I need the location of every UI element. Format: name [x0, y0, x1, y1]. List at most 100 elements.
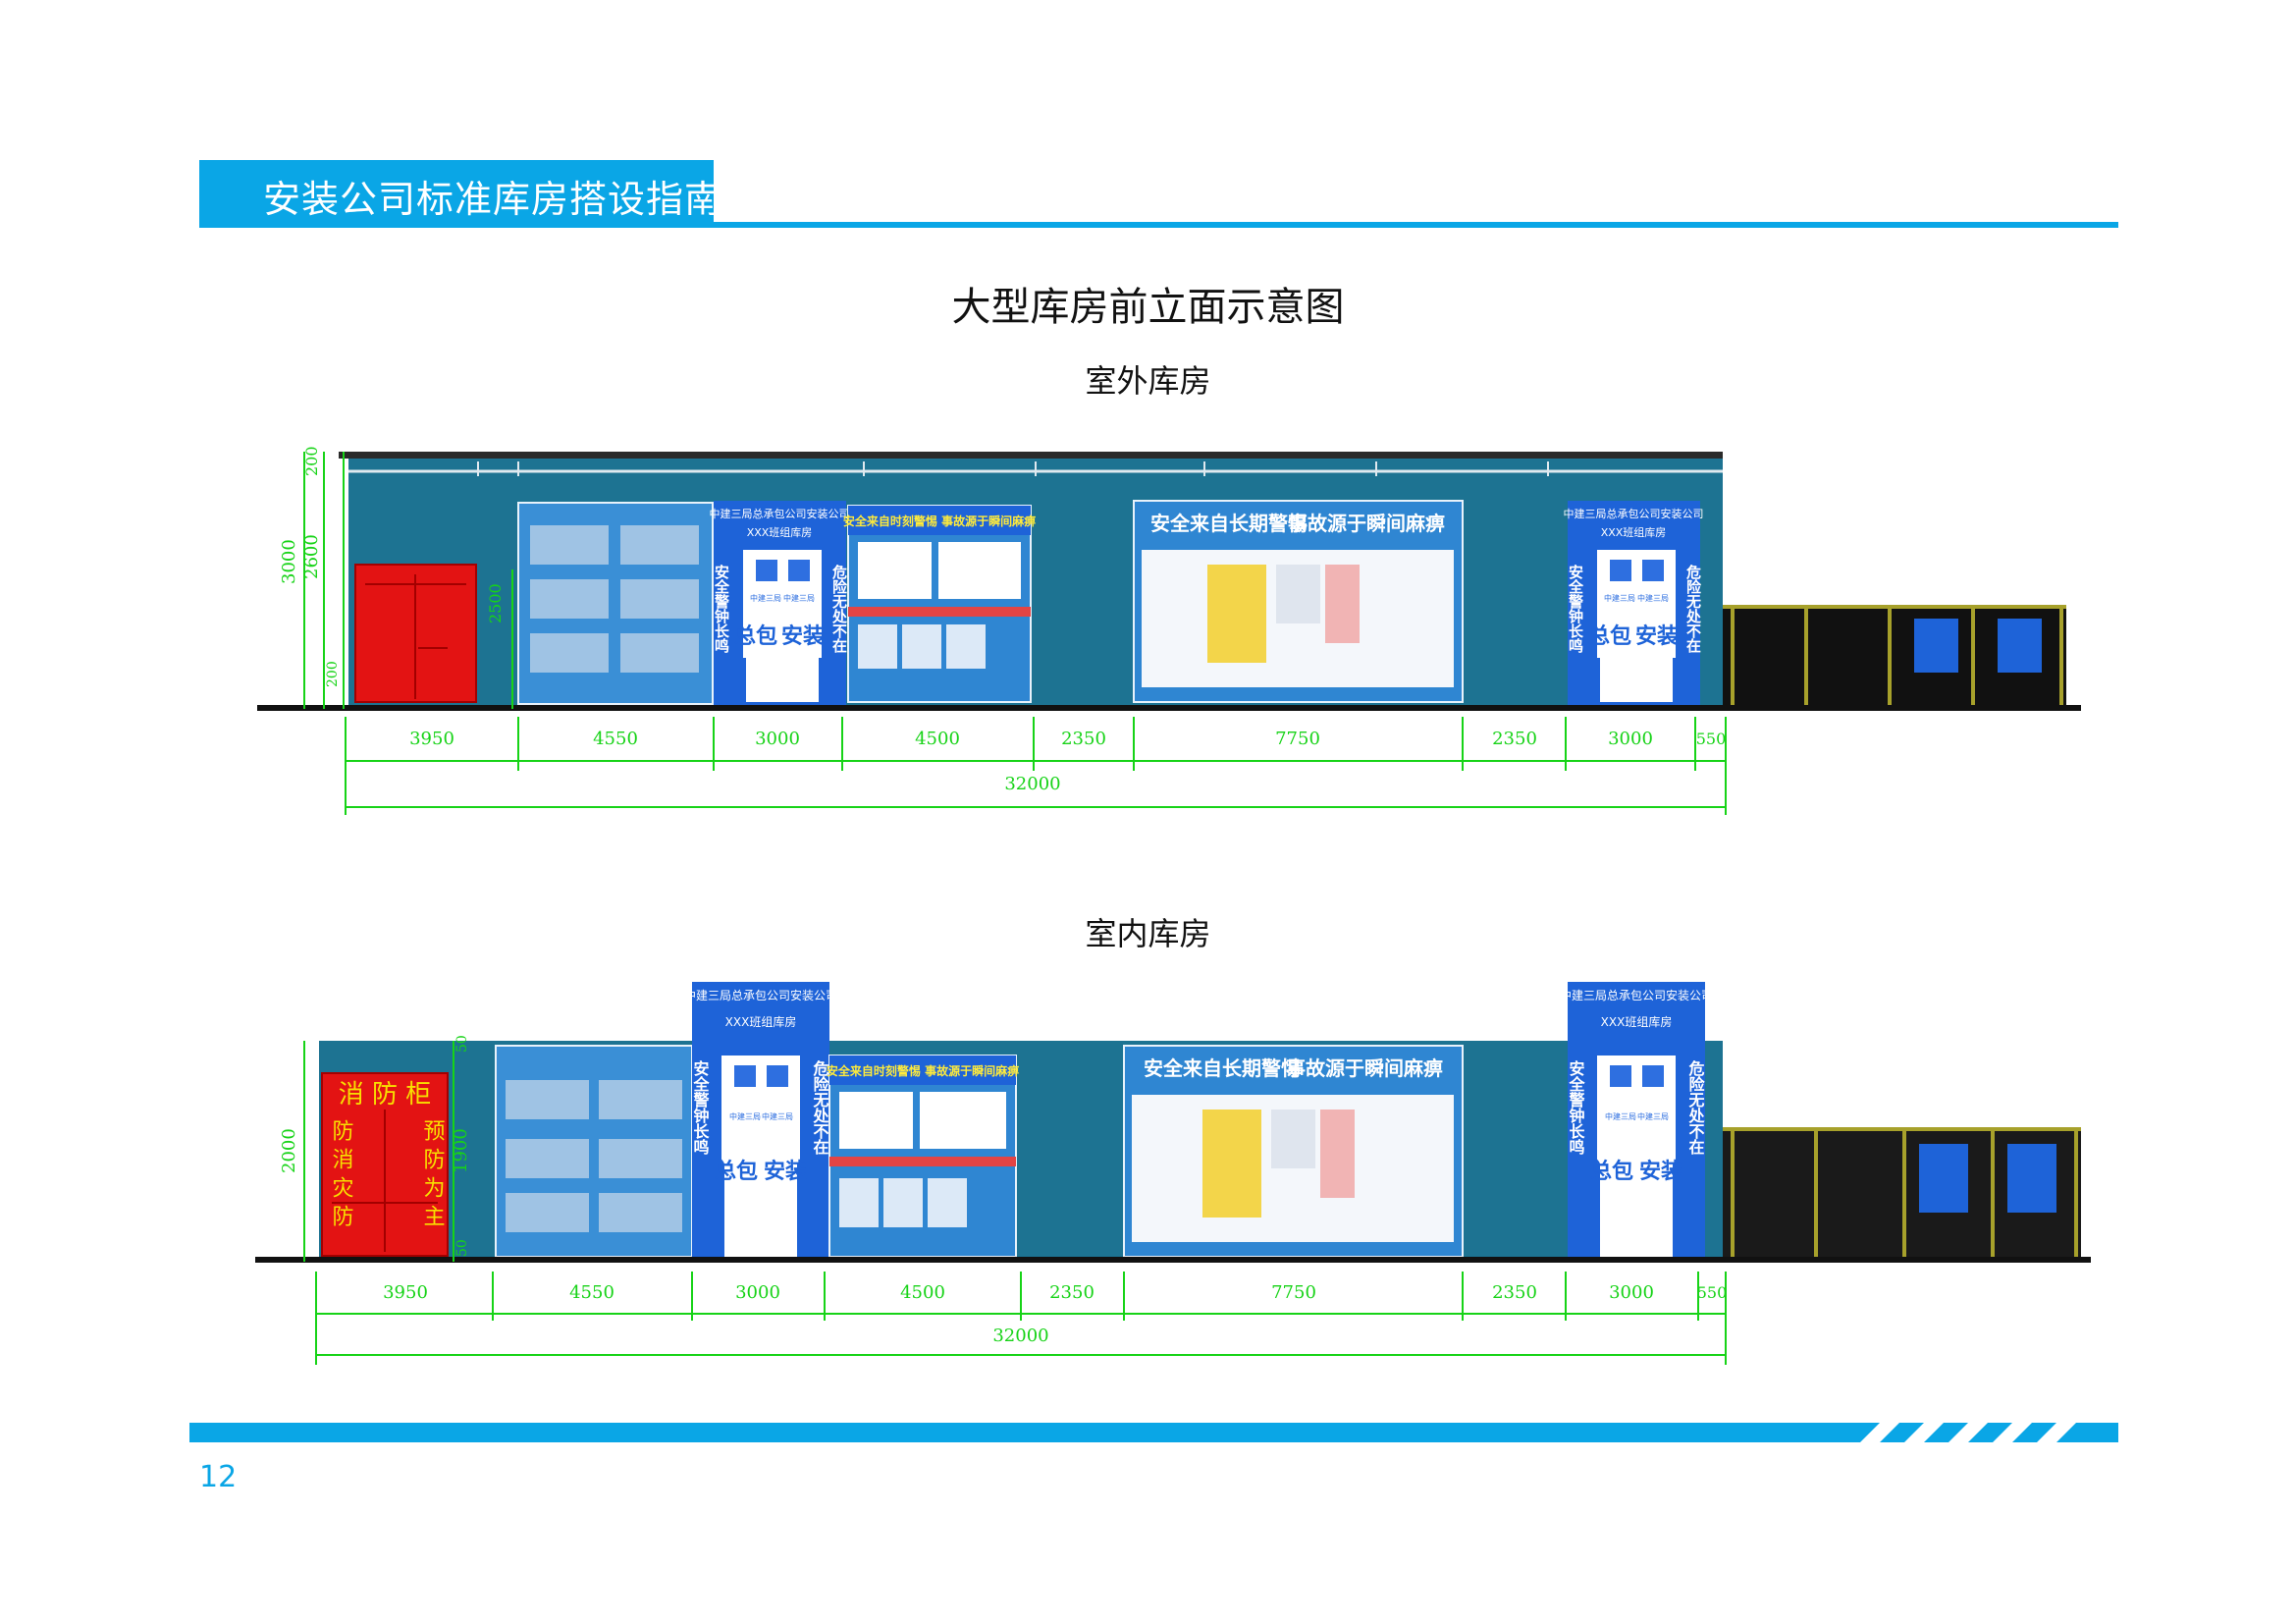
indoor-width-dim-lines	[315, 1272, 1727, 1365]
safety-board-2: 安全来自时刻警惕 事故源于瞬间麻痹	[843, 505, 1036, 703]
indoor-door-sign-1-right-vertical: 危险无处不在	[811, 1059, 830, 1155]
door-sign-1-right-word: 安装	[781, 623, 825, 649]
outdoor-width-1: 3950	[409, 729, 454, 749]
indoor-door-sign-1-logo-right: 中建三局	[762, 1111, 793, 1121]
outdoor-height-bottom: 200	[325, 661, 341, 687]
indoor-door-sign-2-left-vertical: 安全警钟长鸣	[1567, 1059, 1586, 1156]
roof-beam	[339, 452, 1723, 459]
indoor-safety-board-2: 安全来自时刻警惕 事故源于瞬间麻痹	[827, 1055, 1019, 1258]
indoor-width-9: 550	[1697, 1283, 1728, 1302]
indoor-door-sign-1: 中建三局总承包公司安装公司 XXX班组库房 中建三局 中建三局 总包 安装 安全…	[684, 982, 837, 1259]
indoor-safety-board-large-banner-left: 安全来自长期警惕	[1144, 1056, 1301, 1080]
outdoor-width-5: 2350	[1061, 729, 1106, 749]
indoor-height-total: 2000	[279, 1128, 299, 1173]
outdoor-width-8: 3000	[1608, 729, 1653, 749]
indoor-width-5: 2350	[1049, 1282, 1095, 1303]
indoor-height-top: 50	[454, 1035, 470, 1053]
door-sign-2-logo-left: 中建三局	[1604, 593, 1635, 603]
outdoor-height-total: 3000	[279, 539, 299, 584]
outdoor-width-2: 4550	[593, 729, 638, 749]
indoor-width-4: 4500	[900, 1282, 945, 1303]
indoor-height-bottom: 50	[454, 1239, 470, 1257]
door-sign-2: 中建三局总承包公司安装公司 XXX班组库房 中建三局 中建三局 总包 安装 安全…	[1564, 501, 1704, 705]
indoor-safety-board-large-banner-right: 事故源于瞬间麻痹	[1286, 1056, 1443, 1080]
fire-cabinet-right-label: 预 防 为 主	[420, 1119, 446, 1226]
indoor-door-sign-2-room: XXX班组库房	[1601, 1014, 1673, 1029]
indoor-board-1-images	[506, 1080, 682, 1232]
outdoor-width-9: 550	[1696, 730, 1727, 748]
outdoor-height-cabinet: 2500	[486, 583, 505, 623]
indoor-door-sign-2-right-word: 安装	[1639, 1159, 1682, 1184]
door-sign-1-logo-right: 中建三局	[783, 593, 815, 603]
indoor-door-sign-2-left-word: 总包	[1590, 1159, 1633, 1184]
indoor-width-2: 4550	[569, 1282, 614, 1303]
door-sign-2-left-word: 总包	[1588, 623, 1631, 649]
outdoor-label: 室外库房	[1085, 362, 1211, 400]
ground-line-outdoor	[257, 705, 2081, 711]
indoor-door-sign-2-company: 中建三局总承包公司安装公司	[1560, 988, 1713, 1002]
indoor-door-sign-1-right-word: 安装	[764, 1159, 807, 1184]
indoor-door-sign-2-logo-right: 中建三局	[1637, 1111, 1669, 1121]
door-sign-1-right-vertical: 危险无处不在	[830, 564, 848, 654]
page-title: 大型库房前立面示意图	[951, 285, 1345, 330]
outdoor-width-dim-lines	[345, 717, 1727, 815]
door-sign-2-right-vertical: 危险无处不在	[1684, 564, 1702, 654]
fire-cabinet-left-label: 防 消 灾 防	[329, 1119, 354, 1226]
footer-rule	[189, 1423, 2118, 1442]
door-sign-1: 中建三局总承包公司安装公司 XXX班组库房 中建三局 中建三局 总包 安装 安全…	[710, 501, 850, 705]
indoor-width-7: 2350	[1492, 1282, 1537, 1303]
indoor-safety-board-large: 安全来自长期警惕 事故源于瞬间麻痹	[1123, 1045, 1464, 1258]
outdoor-height-dims	[303, 452, 513, 709]
fence-indoor	[1723, 1127, 2081, 1257]
fence-outdoor	[1723, 605, 2066, 705]
header-title: 安装公司标准库房搭设指南	[263, 178, 723, 221]
indoor-width-3: 3000	[735, 1282, 780, 1303]
indoor-door-sign-2-logo-left: 中建三局	[1605, 1111, 1636, 1121]
header-rule	[199, 222, 2118, 228]
fire-cabinet-top-label: 消 防 柜	[339, 1080, 432, 1110]
door-sign-1-left-word: 总包	[734, 623, 777, 649]
indoor-door-sign-2-right-vertical: 危险无处不在	[1686, 1059, 1706, 1155]
wall-dividers	[477, 461, 1549, 476]
safety-board-large-banner-left: 安全来自长期警惕	[1150, 512, 1308, 535]
outdoor-width-6: 7750	[1275, 729, 1320, 749]
indoor-width-1: 3950	[383, 1282, 428, 1303]
door-sign-2-company: 中建三局总承包公司安装公司	[1564, 507, 1704, 520]
door-sign-1-room: XXX班组库房	[747, 525, 813, 539]
indoor-door-sign-1-room: XXX班组库房	[725, 1014, 797, 1029]
indoor-door-sign-2: 中建三局总承包公司安装公司 XXX班组库房 中建三局 中建三局 总包 安装 安全…	[1560, 982, 1713, 1259]
outdoor-width-total: 32000	[1004, 774, 1060, 794]
door-sign-1-left-vertical: 安全警钟长鸣	[713, 564, 730, 654]
board-1-images	[530, 525, 699, 673]
safety-board-large: 安全来自长期警惕 事故源于瞬间麻痹	[1133, 500, 1464, 703]
indoor-door-sign-1-logo-left: 中建三局	[729, 1111, 761, 1121]
door-sign-2-right-word: 安装	[1635, 623, 1679, 649]
indoor-height-cabinet: 1900	[451, 1128, 471, 1173]
door-sign-1-logo-left: 中建三局	[750, 593, 781, 603]
outdoor-width-3: 3000	[755, 729, 800, 749]
door-sign-2-left-vertical: 安全警钟长鸣	[1567, 564, 1584, 654]
door-sign-2-logo-right: 中建三局	[1637, 593, 1669, 603]
outdoor-width-7: 2350	[1492, 729, 1537, 749]
door-sign-2-room: XXX班组库房	[1601, 525, 1667, 539]
indoor-width-8: 3000	[1609, 1282, 1654, 1303]
indoor-width-6: 7750	[1271, 1282, 1316, 1303]
indoor-label: 室内库房	[1085, 915, 1211, 952]
indoor-door-sign-1-left-word: 总包	[715, 1159, 758, 1184]
page-number: 12	[199, 1460, 238, 1494]
indoor-door-sign-1-left-vertical: 安全警钟长鸣	[691, 1059, 711, 1156]
indoor-height-dims	[303, 1041, 454, 1262]
safety-board-2-banner: 安全来自时刻警惕 事故源于瞬间麻痹	[843, 514, 1036, 528]
outdoor-width-4: 4500	[915, 729, 960, 749]
door-sign-1-company: 中建三局总承包公司安装公司	[710, 507, 850, 520]
ground-line-indoor	[255, 1257, 2091, 1263]
indoor-door-sign-1-company: 中建三局总承包公司安装公司	[684, 988, 837, 1002]
outdoor-height-wall: 2600	[301, 534, 322, 579]
safety-board-large-banner-right: 事故源于瞬间麻痹	[1288, 512, 1445, 535]
header-banner	[199, 160, 714, 227]
indoor-safety-board-2-banner: 安全来自时刻警惕 事故源于瞬间麻痹	[827, 1063, 1019, 1078]
indoor-width-total: 32000	[992, 1326, 1048, 1346]
footer-stripes	[1860, 1423, 2076, 1442]
